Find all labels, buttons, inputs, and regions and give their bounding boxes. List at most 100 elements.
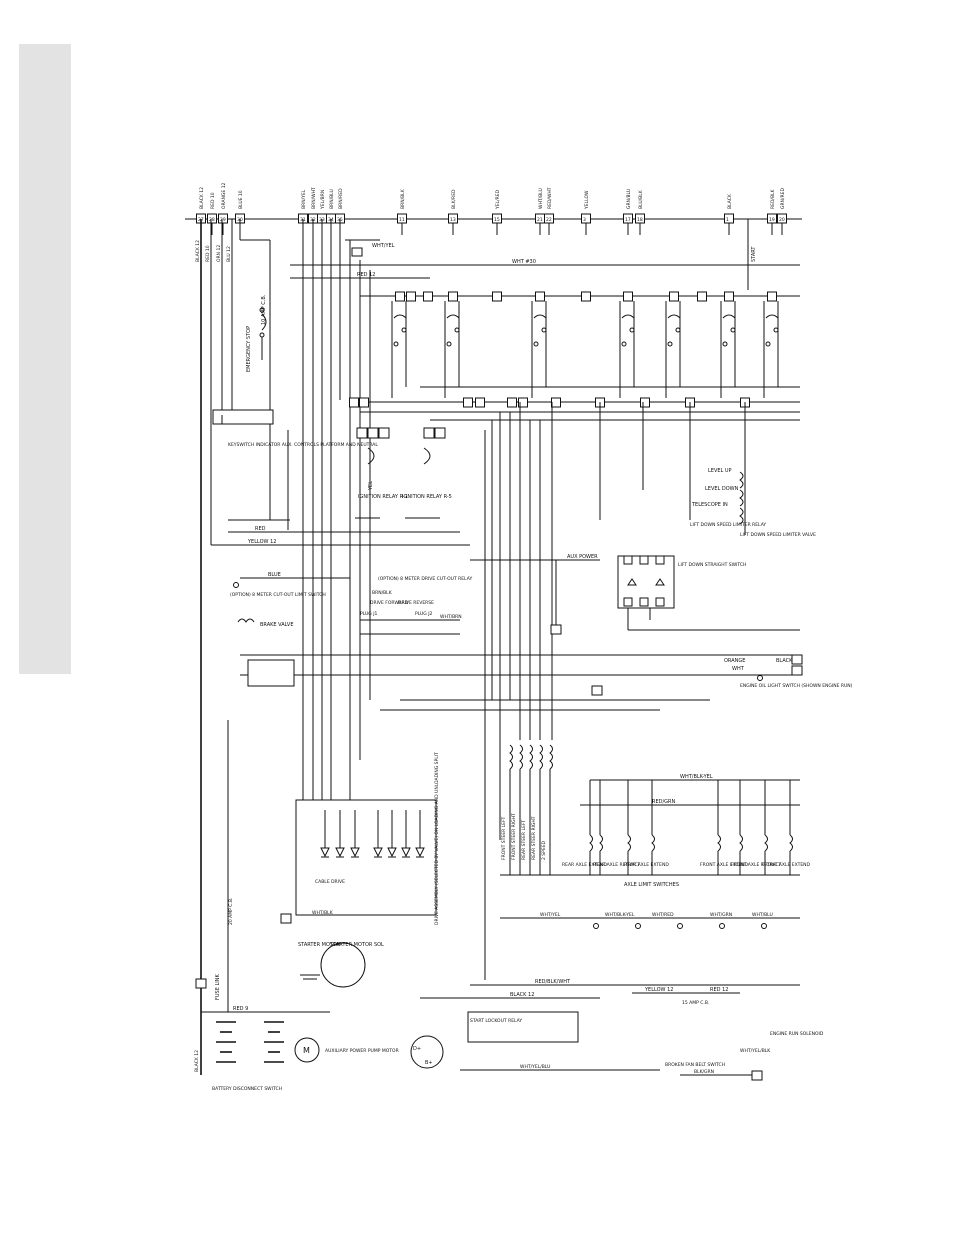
wht-label: WHT xyxy=(732,666,745,672)
rear-axle-extend-label: REAR AXLE EXTEND xyxy=(562,862,607,868)
telescope-in-label: TELESCOPE IN xyxy=(691,502,728,508)
top-terminal-id: 21 xyxy=(537,217,543,223)
brake-valve-label: BRAKE VALVE xyxy=(260,622,294,628)
relay-bank-upper xyxy=(349,291,800,421)
axle-wht-blk-yel-label: WHT/BLK-YEL xyxy=(605,912,635,918)
wht-30-label: WHT #30 xyxy=(512,259,536,265)
relay-terminal xyxy=(395,291,405,302)
top-terminal-id: 19 xyxy=(769,217,775,223)
level-up-label: LEVEL UP xyxy=(708,468,732,474)
red9-label: RED 9 xyxy=(233,1006,248,1012)
bridge-terminal xyxy=(639,597,649,607)
top-wire-label: BRN/YEL xyxy=(301,189,307,209)
relay-terminal xyxy=(463,397,473,408)
relay-terminal xyxy=(640,397,650,408)
page-side-tab xyxy=(19,44,71,674)
top-wire-label: BLUE 10 xyxy=(238,190,244,209)
rear-steer-right-label: REAR STEER RIGHT xyxy=(531,816,537,860)
top-wire-label: BRN/BLK xyxy=(400,188,406,209)
relay-terminal xyxy=(669,291,679,302)
top-wire-label: ORANGE 12 xyxy=(221,182,227,209)
cable-drive-label: CABLE DRIVE xyxy=(315,879,345,885)
drive-assembly: CABLE DRIVE DRIVE ASSEMBLY (SELECTED BY … xyxy=(280,752,440,925)
top-wire-label: YEL/BRN xyxy=(320,190,326,210)
top-wire-label: BRN/WHT xyxy=(311,187,317,209)
drive-reverse-label: DRIVE REVERSE xyxy=(398,600,434,606)
front-axle-retract-label: FRONT AXLE RETRACT xyxy=(731,862,782,868)
yel-label: YEL xyxy=(368,481,374,491)
lift-down-straight-label: LIFT DOWN STRAIGHT SWITCH xyxy=(678,562,746,568)
drive-forward-label: DRIVE FORWARD xyxy=(370,600,409,606)
top-wire-label: GRN/BLU xyxy=(626,189,632,209)
wht-yel-blk-label: WHT/YEL/BLK xyxy=(740,1048,771,1054)
axle-coil xyxy=(599,834,603,852)
top-terminal-id: 22 xyxy=(546,217,552,223)
axle-valves: WHT/BLK-YEL RED/GRN REAR AXLE EXTEND REA… xyxy=(562,774,811,875)
relay-terminal xyxy=(551,397,561,408)
steer-coil xyxy=(509,744,513,770)
emergency-stop-circuit: 10 AMP C.B. EMERGENCY STOP xyxy=(212,294,274,425)
relay-terminal xyxy=(349,397,359,408)
black-label: BLACK xyxy=(776,658,793,664)
axle-wht-blu-label: WHT/BLU xyxy=(752,912,773,918)
yellow12-label: YELLOW 12 xyxy=(247,539,276,545)
relay-terminal xyxy=(507,397,517,408)
bridge-terminal xyxy=(623,555,633,565)
drive-note-label: DRIVE ASSEMBLY (SELECTED BY VALVE) ON LO… xyxy=(434,752,440,925)
top-terminal-id: 18 xyxy=(637,217,643,223)
ignition-r5-label: IGNITION RELAY R-5 xyxy=(402,494,452,500)
relay-terminal xyxy=(448,291,458,302)
brn-blk-label: BRN/BLK xyxy=(372,590,393,596)
rear-axle-extend2-label: REAR AXLE EXTEND xyxy=(624,862,669,868)
front-axle-extend-label: FRONT AXLE EXTEND xyxy=(700,862,749,868)
axle-coil xyxy=(739,834,743,852)
relay-terminal xyxy=(475,397,485,408)
relay-coil xyxy=(393,314,407,319)
top-wire-label: BLACK xyxy=(727,193,733,209)
plug-j1-label: PLUG J1 xyxy=(360,611,378,617)
right-verticals xyxy=(484,402,746,980)
relay-terminal xyxy=(406,291,416,302)
wht-blk-label: WHT/BLK xyxy=(312,910,334,916)
red-mid-label: RED xyxy=(255,526,266,532)
option-limit-label: (OPTION) 8 METER CUT-OUT LIMIT SWITCH xyxy=(230,592,326,598)
engine-oil-block: ORANGE BLACK WHT ENGINE OIL LIGHT SWITCH… xyxy=(380,654,853,711)
top-wire-label: RED 10 xyxy=(210,192,216,209)
top-wire-label: BLACK 12 xyxy=(199,187,205,209)
axle-coil xyxy=(589,834,593,852)
black12-label: BLACK 12 xyxy=(510,992,534,998)
relay-terminal xyxy=(492,291,502,302)
steer-coil xyxy=(549,744,553,770)
relay-coil xyxy=(446,314,460,319)
relay-terminal xyxy=(423,291,433,302)
start-lockout-label: START LOCKOUT RELAY xyxy=(470,1018,522,1024)
starter-motor-label: STARTER MOTOR xyxy=(298,942,341,948)
top-wire-label: BRN/RED xyxy=(338,188,344,209)
mid-wiring: RED YELLOW 12 BLUE (OPTION) 8 METER CUT-… xyxy=(211,526,800,687)
relay-terminal xyxy=(724,291,734,302)
yellow12b-label: YELLOW 12 xyxy=(644,987,673,993)
red12b-label: RED 12 xyxy=(710,987,728,993)
axle-coil xyxy=(717,834,721,852)
fuse-label: 10 AMP C.B. xyxy=(261,294,267,325)
start-label: START xyxy=(751,246,757,262)
top-wire-label: BLK/RED xyxy=(451,189,457,209)
motor-m-label: M xyxy=(303,1046,310,1055)
red12-top-label: RED 12 xyxy=(357,272,375,278)
dplus-label: D+ xyxy=(413,1046,421,1052)
broken-belt-label: BROKEN FAN BELT SWITCH xyxy=(665,1062,725,1068)
emergency-stop-label: EMERGENCY STOP xyxy=(246,326,252,372)
bottom-wiring: RED/BLK/WHT BLACK 12 YELLOW 12 RED 12 15… xyxy=(194,898,824,1092)
relay-terminal xyxy=(581,291,591,302)
aux-pump-label: AUXILIARY POWER PUMP MOTOR xyxy=(325,1048,399,1054)
rear-axle-retract-label: REAR AXLE RETRACT xyxy=(593,862,640,868)
relay-terminal xyxy=(767,291,777,302)
left-wire-label: RED 10 xyxy=(205,245,211,262)
relay-terminal xyxy=(623,291,633,302)
rear-steer-left-label: REAR STEER LEFT xyxy=(521,820,527,860)
aux-power-label: AUX POWER xyxy=(567,554,598,560)
top-terminal-id: 28 xyxy=(209,217,215,223)
steer-coils: FRONT STEER LEFT FRONT STEER RIGHT REAR … xyxy=(500,744,800,876)
black-bottom-label: BLACK 12 xyxy=(194,1050,200,1072)
